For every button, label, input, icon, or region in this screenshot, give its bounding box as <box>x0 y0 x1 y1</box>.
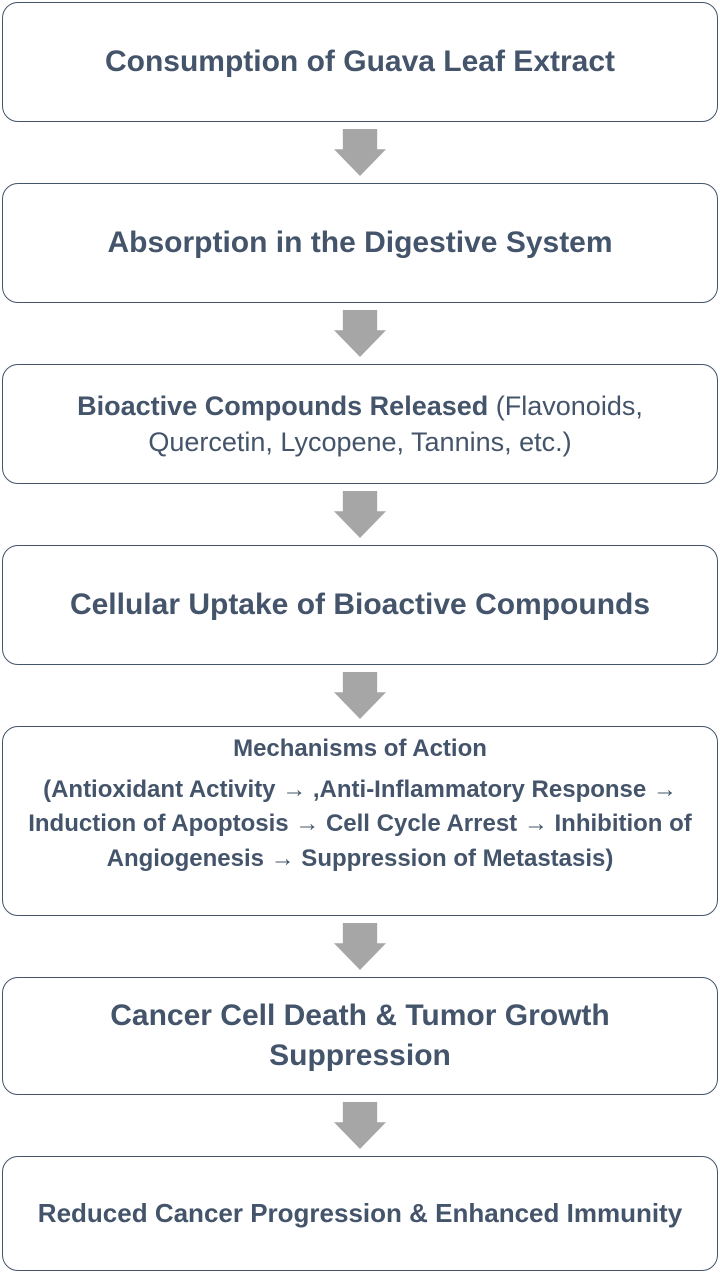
flow-step-label: Bioactive Compounds Released (Flavonoids… <box>33 388 687 461</box>
flow-step-label: Cancer Cell Death & Tumor Growth Suppres… <box>110 999 610 1072</box>
flow-step-label-regular: (Flavonoids, Quercetin, Lycopene, Tannin… <box>148 390 643 457</box>
connector-gap <box>0 122 720 183</box>
flow-step-mechanisms: Mechanisms of Action (Antioxidant Activi… <box>2 726 718 916</box>
connector-gap <box>0 1095 720 1156</box>
flow-step-absorption: Absorption in the Digestive System <box>2 183 718 303</box>
flow-step-label: Reduced Cancer Progression & Enhanced Im… <box>37 1198 683 1228</box>
flow-step-detail: (Antioxidant Activity → ,Anti-Inflammato… <box>28 775 692 873</box>
flow-step-heading: Mechanisms of Action <box>233 735 487 762</box>
flow-step-label: Absorption in the Digestive System <box>107 226 613 259</box>
connector-gap <box>0 665 720 726</box>
flow-step-bioactive-release: Bioactive Compounds Released (Flavonoids… <box>2 364 718 484</box>
down-arrow-icon <box>334 129 386 176</box>
down-arrow-icon <box>334 1102 386 1149</box>
connector-gap <box>0 916 720 977</box>
flow-step-label: Cellular Uptake of Bioactive Compounds <box>69 588 651 621</box>
down-arrow-icon <box>334 491 386 538</box>
connector-gap <box>0 303 720 364</box>
flow-step-consumption: Consumption of Guava Leaf Extract <box>2 2 718 122</box>
down-arrow-icon <box>334 672 386 719</box>
down-arrow-icon <box>334 310 386 357</box>
flow-step-cellular-uptake: Cellular Uptake of Bioactive Compounds <box>2 545 718 665</box>
flow-step-outcome: Reduced Cancer Progression & Enhanced Im… <box>2 1156 718 1271</box>
flow-step-label: Consumption of Guava Leaf Extract <box>104 45 616 78</box>
down-arrow-icon <box>334 923 386 970</box>
connector-gap <box>0 484 720 545</box>
flow-step-label-bold: Bioactive Compounds Released <box>77 390 489 421</box>
flow-step-cancer-death: Cancer Cell Death & Tumor Growth Suppres… <box>2 977 718 1095</box>
